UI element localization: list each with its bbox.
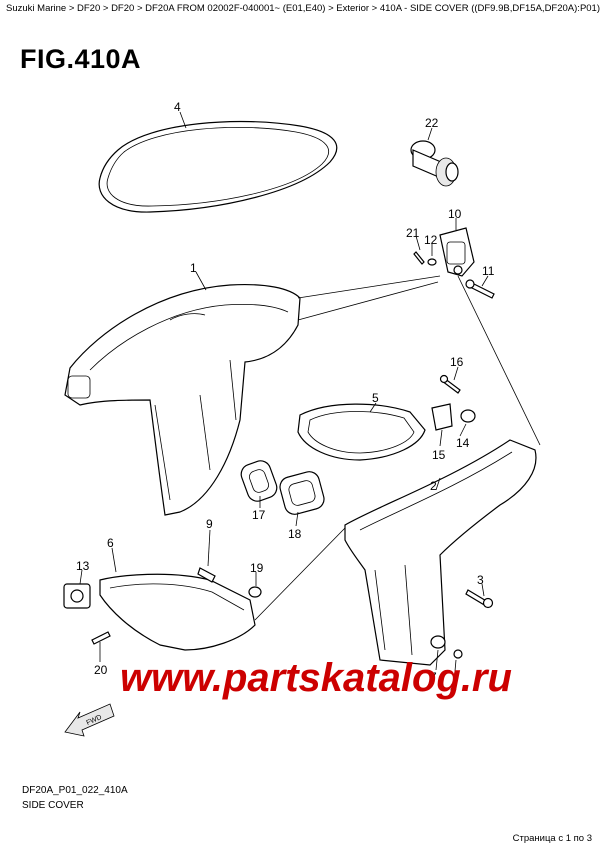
part-2-side-cover[interactable] [344, 439, 537, 666]
leader-lines [79, 111, 541, 683]
callout-10: 10 [448, 207, 462, 221]
callout-8: 8 [450, 681, 457, 695]
part-7-grommet[interactable] [430, 635, 446, 649]
callout-5: 5 [372, 391, 379, 405]
part-4-seal[interactable] [98, 120, 338, 213]
callout-19: 19 [250, 561, 264, 575]
part-3-bolt[interactable] [465, 589, 494, 609]
page-indicator: Страница с 1 по 3 [512, 833, 592, 844]
callout-2: 2 [430, 479, 437, 493]
part-16-screw[interactable] [439, 374, 461, 394]
callout-22: 22 [425, 116, 439, 130]
fwd-arrow [64, 703, 115, 737]
part-11-bolt[interactable] [465, 279, 495, 299]
diagram-caption: SIDE COVER [22, 800, 84, 811]
part-20-pin[interactable] [91, 631, 111, 645]
watermark: www.partskatalog.ru [120, 656, 512, 700]
callout-17: 17 [252, 508, 266, 522]
part-5-gasket[interactable] [297, 403, 426, 461]
part-18-seal[interactable] [278, 469, 326, 516]
callout-20: 20 [94, 663, 108, 677]
callout-7: 7 [430, 670, 437, 684]
part-17-seal[interactable] [238, 458, 279, 504]
part-12-washer[interactable] [427, 258, 437, 266]
part-14-cap[interactable] [460, 409, 476, 423]
part-10-bracket[interactable] [439, 227, 475, 277]
callout-12: 12 [424, 233, 438, 247]
part-22-grommet[interactable] [410, 140, 459, 187]
part-13-cap[interactable] [63, 583, 91, 609]
callout-16: 16 [450, 355, 464, 369]
callout-21: 21 [406, 226, 420, 240]
callout-14: 14 [456, 436, 470, 450]
callout-1: 1 [190, 261, 197, 275]
callout-9: 9 [206, 517, 213, 531]
callout-6: 6 [107, 536, 114, 550]
callout-18: 18 [288, 527, 302, 541]
part-19-pin[interactable] [248, 586, 262, 598]
callout-15: 15 [432, 448, 446, 462]
part-8-screw[interactable] [453, 649, 463, 659]
part-6-lower-cover[interactable] [99, 573, 256, 651]
part-15-clip[interactable] [431, 403, 453, 431]
part-21-screw[interactable] [413, 251, 425, 265]
figure-title: FIG.410A [20, 44, 142, 74]
callout-4: 4 [174, 100, 181, 114]
callout-11: 11 [482, 264, 495, 278]
diagram-code: DF20A_P01_022_410A [22, 785, 128, 796]
callout-3: 3 [477, 573, 484, 587]
breadcrumb: Suzuki Marine > DF20 > DF20 > DF20A FROM… [6, 3, 600, 14]
callout-13: 13 [76, 559, 90, 573]
part-9-pin[interactable] [197, 567, 216, 583]
